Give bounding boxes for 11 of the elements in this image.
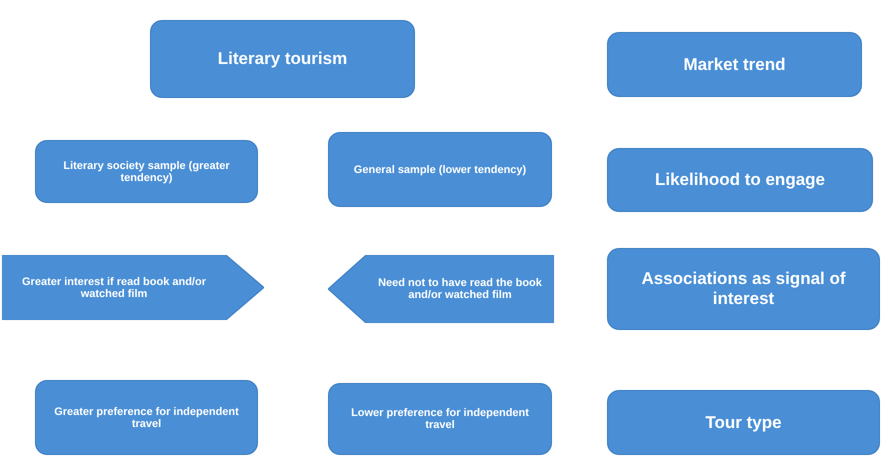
process-box: Likelihood to engage — [607, 148, 873, 212]
process-box: Greater preference for independent travel — [35, 380, 258, 455]
process-box: Literary society sample (greater tendency) — [35, 140, 258, 203]
node-label: Need not to have read the book and/or watched film — [377, 277, 543, 301]
process-box: Lower preference for independent travel — [328, 383, 552, 455]
process-box: Associations as signal of interest — [607, 248, 880, 330]
process-box: Literary tourism — [150, 20, 415, 98]
process-box: Market trend — [607, 32, 862, 97]
process-box: Tour type — [607, 390, 880, 455]
process-box: General sample (lower tendency) — [328, 132, 552, 207]
node-label: Greater interest if read book and/or watched film — [21, 276, 207, 300]
